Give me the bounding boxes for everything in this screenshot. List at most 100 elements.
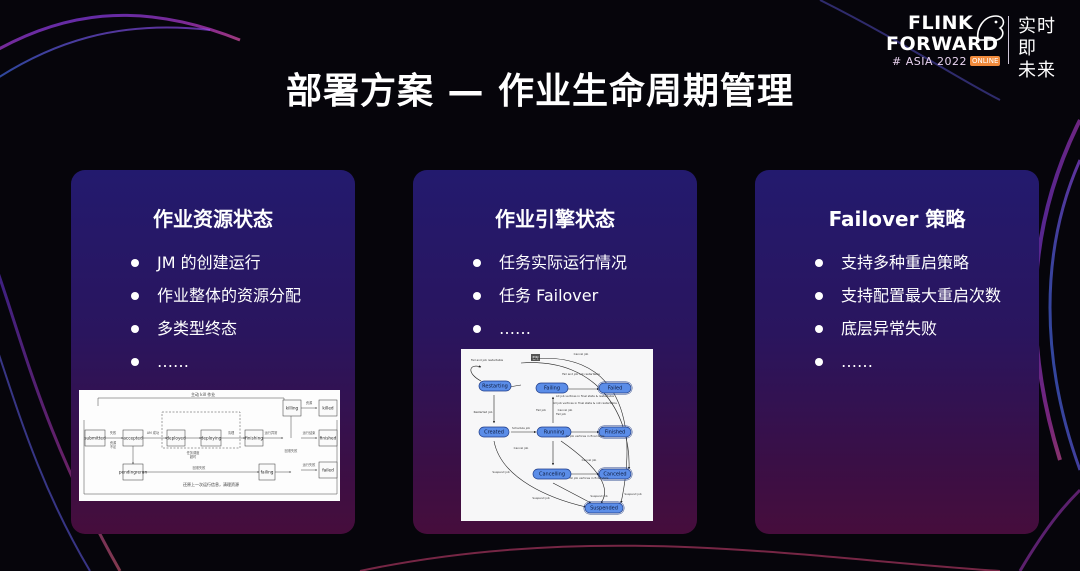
edge-label: 回滚失败 — [285, 448, 299, 453]
edge-label: AM 成功 — [147, 430, 159, 435]
bullet-icon — [131, 358, 139, 366]
en-badge-box — [531, 354, 540, 361]
list-item: 作业整体的资源分配 — [131, 285, 301, 318]
page-title: 部署方案 — 作业生命周期管理 — [285, 71, 795, 112]
state-node — [166, 429, 186, 447]
card-title: 作业引擎状态 — [495, 207, 615, 231]
state-label: accepted — [123, 435, 143, 440]
edge-label: Cancel job — [574, 352, 589, 356]
bullet-icon — [815, 259, 823, 267]
list-item: 任务实际运行情况 — [473, 252, 627, 285]
bullet-icon — [473, 325, 481, 333]
list-item: 支持多种重启策略 — [815, 252, 1001, 285]
state-node — [318, 399, 338, 417]
edge-label: Cancel job — [514, 446, 529, 450]
state-label: pendingrerun — [119, 469, 148, 474]
list-item-text: 任务实际运行情况 — [499, 253, 628, 272]
list-item-text: …… — [499, 319, 531, 338]
card-failover-strategy: Failover 策略 支持多种重启策略 支持配置最大重启次数 底层异常失败 …… — [755, 170, 1039, 534]
list-item-text: …… — [841, 352, 873, 371]
edge-label: 不足 — [110, 445, 117, 449]
list-item-text: 支持多种重启策略 — [841, 253, 970, 272]
bullet-icon — [131, 292, 139, 300]
logo-slogan-line-1: 实时即 — [1018, 16, 1056, 59]
state-label: submitted — [84, 435, 106, 440]
state-node — [584, 502, 624, 514]
edge-label: Suspend job — [590, 494, 607, 498]
list-item-text: 底层异常失败 — [841, 319, 938, 338]
edge-label: Fail job — [556, 412, 566, 416]
list-item: …… — [473, 318, 627, 351]
state-label: Failing — [544, 386, 560, 392]
state-node — [122, 429, 144, 447]
squirrel-icon — [976, 15, 1005, 42]
edge-label: All job vertices in final state & not re… — [553, 401, 617, 405]
state-label: Failed — [608, 386, 623, 392]
final-state-ring — [597, 381, 633, 395]
logo-line-3: # ASIA 2022 — [892, 55, 967, 68]
bullet-icon — [473, 259, 481, 267]
resource-state-diagram: 主动 kill 作业 还原上一次运行信息，清理资源 submitted accep… — [79, 390, 340, 501]
state-node — [532, 468, 572, 480]
logo-slogan: 实时即 未来 — [1018, 16, 1074, 82]
state-label: deployed — [166, 435, 186, 440]
edge-label: 资源 — [110, 440, 117, 445]
logo-divider — [1008, 16, 1009, 64]
state-node — [598, 468, 632, 480]
state-label: Suspended — [590, 506, 618, 512]
logo-line-1: FLINK — [908, 12, 974, 34]
list-item-text: JM 的创建运行 — [157, 253, 261, 272]
final-state-ring — [597, 425, 633, 439]
edge-label: 运行失败 — [303, 462, 317, 467]
state-node — [598, 426, 632, 438]
diagram-top-label: 主动 kill 作业 — [191, 391, 215, 397]
state-node — [535, 382, 569, 394]
edge-label: Restarted job — [474, 410, 493, 414]
state-label: failing — [261, 469, 274, 474]
diagram-bottom-label: 还原上一次运行信息，清理资源 — [183, 481, 239, 487]
edge-label: 回滚失败 — [193, 465, 207, 470]
list-item: …… — [815, 351, 1001, 384]
bullet-icon — [815, 358, 823, 366]
flink-forward-logo: FLINK FORWARD # ASIA 2022 ONLINE 实时即 未来 — [884, 10, 1074, 81]
state-node — [478, 380, 512, 392]
list-item-text: 多类型终态 — [157, 319, 238, 338]
online-badge: ONLINE — [970, 56, 1001, 66]
state-node — [536, 426, 572, 438]
state-node — [282, 399, 302, 417]
state-label: Restarting — [482, 384, 508, 390]
state-label: failed — [322, 467, 334, 472]
final-state-ring — [583, 501, 625, 515]
state-label: Finished — [605, 430, 625, 436]
state-node — [258, 463, 276, 481]
state-label: killing — [286, 405, 299, 410]
edge-label: Cancel job — [582, 458, 597, 462]
bullet-list: 任务实际运行情况 任务 Failover …… — [473, 252, 627, 351]
edge-label: Fail and job restartable — [471, 358, 503, 362]
final-state-ring — [597, 467, 633, 481]
list-item-text: 任务 Failover — [499, 286, 599, 305]
list-item: JM 的创建运行 — [131, 252, 301, 285]
state-label: Created — [484, 430, 504, 436]
state-label: Cancelling — [539, 472, 565, 478]
edge-label: Suspend job — [492, 470, 509, 474]
logo-slogan-line-2: 未来 — [1018, 60, 1056, 81]
bullet-icon — [473, 292, 481, 300]
edge-label: All job vertices in final state — [566, 434, 605, 438]
edge-label: 失败 — [110, 430, 117, 435]
edge-label: Schedule job — [512, 426, 530, 430]
bullet-icon — [131, 259, 139, 267]
list-item-text: 支持配置最大重启次数 — [841, 286, 1002, 305]
state-node — [598, 382, 632, 394]
edge-label: 超时 — [190, 454, 197, 459]
edge-label: 任务调度 — [187, 450, 201, 455]
bullet-icon — [131, 325, 139, 333]
state-node — [244, 429, 264, 447]
list-item-text: 作业整体的资源分配 — [157, 286, 302, 305]
logo-line-2: FORWARD — [886, 33, 999, 55]
edge-label: All job vertices in final state — [570, 476, 609, 480]
edge-label: 资源 — [306, 400, 313, 405]
edge-label: Fail and job not restartable — [562, 372, 600, 376]
state-node — [122, 463, 144, 481]
